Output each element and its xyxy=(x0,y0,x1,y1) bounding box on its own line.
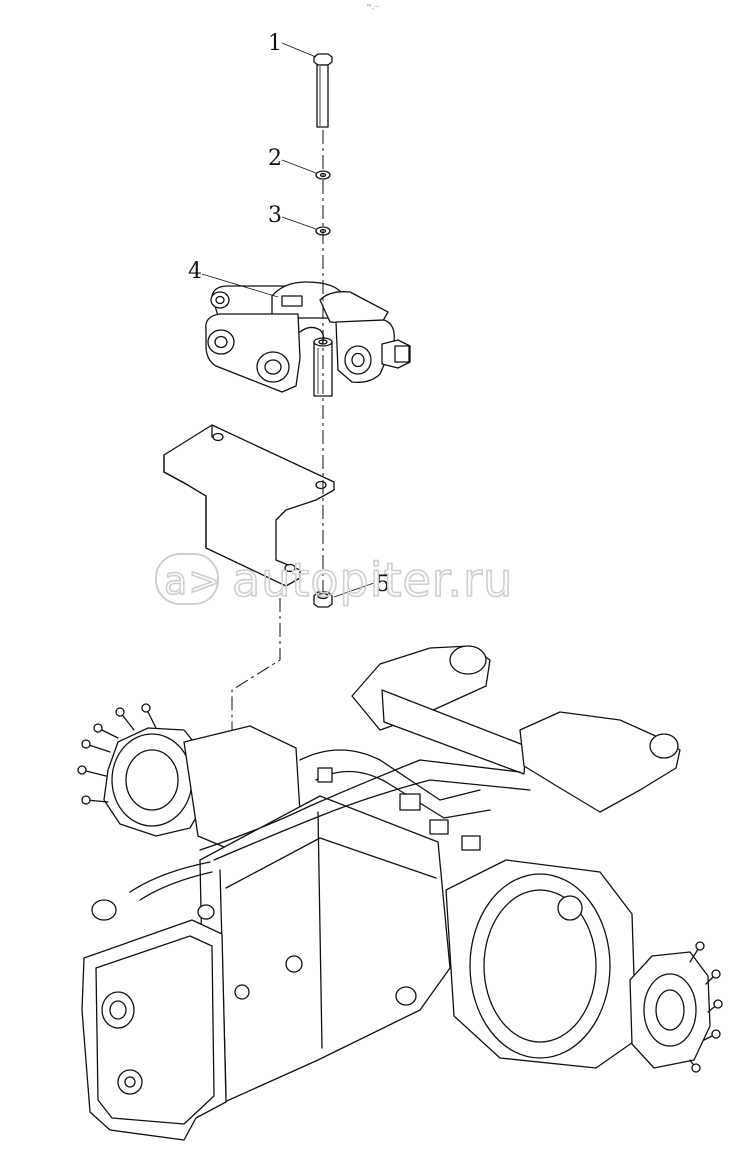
callout-3: 3 xyxy=(268,203,317,230)
transmission-assembly xyxy=(77,645,723,1141)
svg-text:1: 1 xyxy=(268,31,282,56)
svg-text:4: 4 xyxy=(188,259,202,284)
svg-text:a>: a> xyxy=(164,559,221,603)
svg-text:2: 2 xyxy=(268,146,282,171)
part-mounting-bracket xyxy=(205,281,411,397)
callout-2: 2 xyxy=(268,146,317,174)
svg-text:3: 3 xyxy=(268,203,282,228)
svg-text:5: 5 xyxy=(376,572,390,597)
watermark: a> autopiter.ru xyxy=(155,552,513,608)
part-bolt xyxy=(313,53,333,128)
part-nut xyxy=(313,591,333,608)
svg-text:autopiter.ru: autopiter.ru xyxy=(232,553,513,607)
left-hub xyxy=(77,703,207,837)
callout-5: 5 xyxy=(333,572,390,598)
callout-4: 4 xyxy=(188,259,279,298)
part-plate-bracket xyxy=(163,424,335,587)
right-hub xyxy=(629,941,723,1073)
callout-1: 1 xyxy=(268,31,317,58)
corner-mark: ™,··· xyxy=(366,4,380,11)
assembly-leader-line xyxy=(231,598,281,738)
